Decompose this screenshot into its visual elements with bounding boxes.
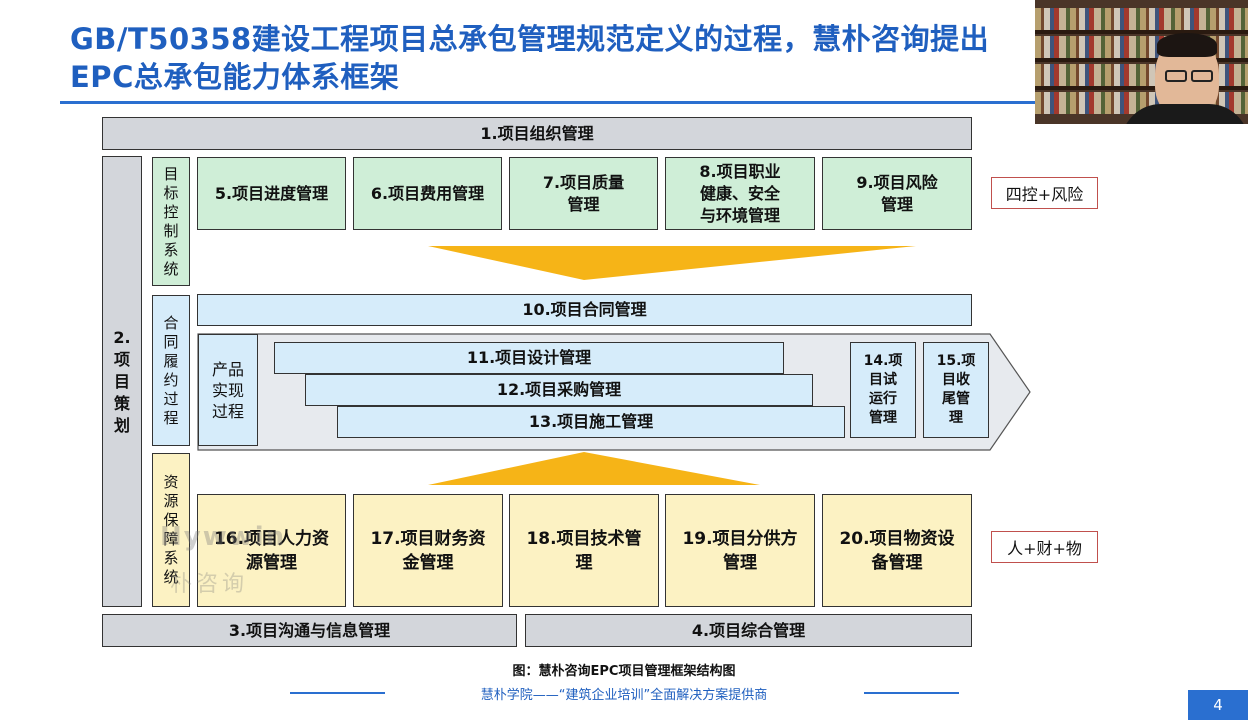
box-human-resources-management: 16.项目人力资 源管理 [197, 494, 346, 607]
note-four-controls-risk: 四控+风险 [991, 177, 1098, 209]
box-contract-management: 10.项目合同管理 [197, 294, 972, 326]
footer-line-right [864, 692, 959, 694]
shelf-plank [1035, 58, 1248, 62]
presenter-body [1121, 104, 1248, 124]
shelf-plank [1035, 86, 1248, 90]
glasses-icon [1165, 70, 1187, 82]
box-finance-management: 17.项目财务资 金管理 [353, 494, 503, 607]
box-schedule-management: 5.项目进度管理 [197, 157, 346, 230]
box-communication-information-management: 3.项目沟通与信息管理 [102, 614, 517, 647]
box-project-organization: 1.项目组织管理 [102, 117, 972, 150]
box-design-management: 11.项目设计管理 [274, 342, 784, 374]
title-underline [60, 101, 1035, 104]
box-integrated-management: 4.项目综合管理 [525, 614, 972, 647]
box-project-planning: 2. 项 目 策 划 [102, 156, 142, 607]
watermark-company-text: 朴咨询 [170, 572, 249, 597]
figure-caption: 图：慧朴咨询EPC项目管理框架结构图 [512, 664, 736, 679]
down-arrow [428, 246, 916, 280]
box-technical-management: 18.项目技术管 理 [509, 494, 659, 607]
footer-line-left [290, 692, 385, 694]
box-construction-management: 13.项目施工管理 [337, 406, 845, 438]
presenter-webcam [1035, 0, 1248, 124]
box-risk-management: 9.项目风险 管理 [822, 157, 972, 230]
box-hse-management: 8.项目职业 健康、安全 与环境管理 [665, 157, 815, 230]
note-people-money-materials: 人+财+物 [991, 531, 1098, 563]
page-title: GB/T50358建设工程项目总承包管理规范定义的过程，慧朴咨询提出EPC总承包… [70, 22, 990, 94]
box-quality-management: 7.项目质量 管理 [509, 157, 658, 230]
group-resource-assurance: 资 源 保 障 系 统 [152, 453, 190, 607]
box-subcontractor-management: 19.项目分供方 管理 [665, 494, 815, 607]
group-contract-fulfillment: 合 同 履 约 过 程 [152, 295, 190, 446]
box-materials-equipment-management: 20.项目物资设 备管理 [822, 494, 972, 607]
glasses-icon [1191, 70, 1213, 82]
group-product-realization: 产品 实现 过程 [198, 334, 258, 446]
group-target-control: 目 标 控 制 系 统 [152, 157, 190, 286]
box-closeout-management: 15.项 目收 尾管 理 [923, 342, 989, 438]
box-trial-operation-management: 14.项 目试 运行 管理 [850, 342, 916, 438]
watermark-logo-text: Hywwin [160, 522, 287, 552]
footer-slogan: 慧朴学院——“建筑企业培训”全面解决方案提供商 [480, 688, 768, 703]
shelf-plank [1035, 30, 1248, 34]
box-procurement-management: 12.项目采购管理 [305, 374, 813, 406]
presenter-hair [1157, 33, 1217, 57]
bookshelf-row [1035, 8, 1248, 30]
page-number: 4 [1188, 690, 1248, 720]
up-arrow [428, 452, 760, 485]
box-cost-management: 6.项目费用管理 [353, 157, 502, 230]
